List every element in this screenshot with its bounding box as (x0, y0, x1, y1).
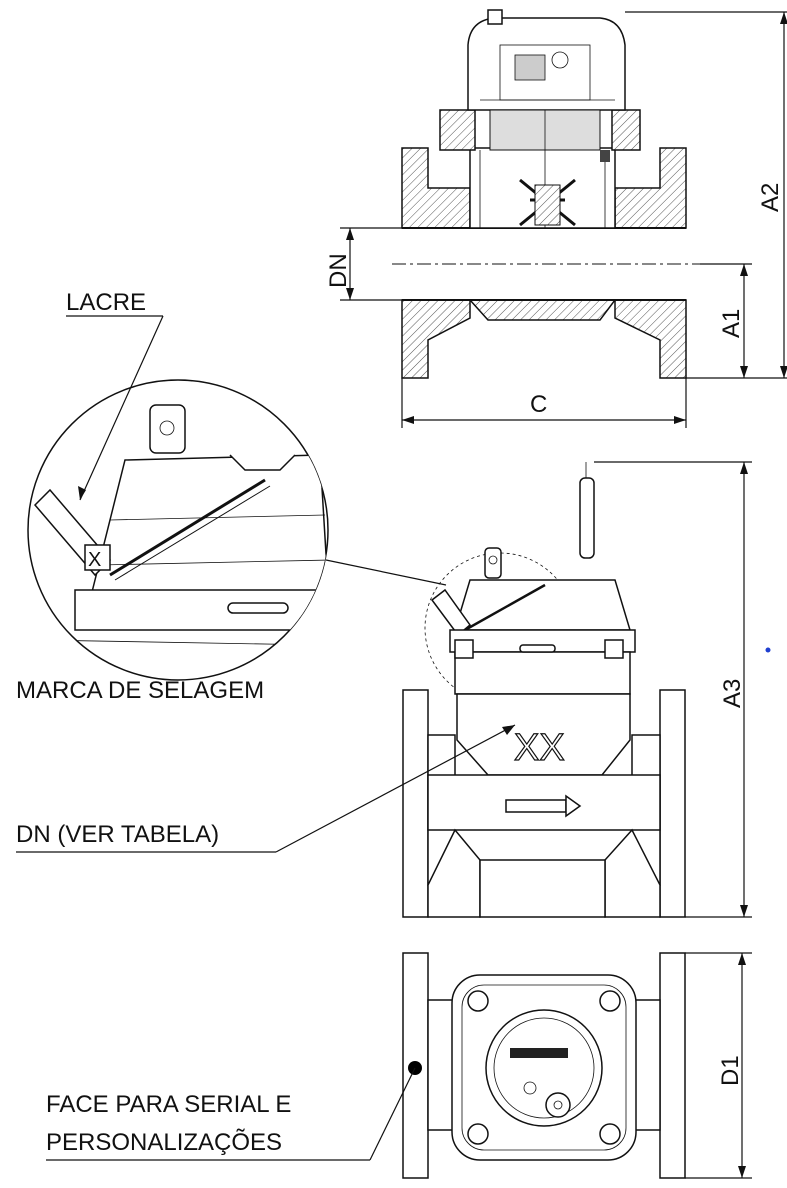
turbine (519, 178, 576, 227)
side-view: XX A3 (402, 461, 771, 918)
right-flange (614, 147, 687, 229)
face-serial-line2: PERSONALIZAÇÕES (46, 1128, 282, 1156)
dn-callout: DN (VER TABELA) (16, 724, 516, 853)
dn-ver-tabela-label: DN (VER TABELA) (16, 821, 219, 848)
right-flange-lower (614, 299, 687, 379)
d1-dim-label: D1 (717, 1055, 744, 1086)
section-view: DN A1 A2 C (325, 9, 787, 428)
svg-text:X: X (88, 549, 101, 571)
a1-dim-label: A1 (718, 309, 745, 338)
body-bottom (468, 299, 617, 321)
dimension-dn: DN (325, 227, 402, 301)
marca-selagem-label: MARCA DE SELAGEM (16, 677, 264, 704)
dn-dim-label: DN (325, 253, 352, 288)
dimension-a3: A3 (594, 461, 752, 918)
dimension-a1: A1 (686, 263, 752, 379)
side-right-flange (659, 689, 686, 918)
seal-detail: X (27, 379, 329, 681)
side-left-flange (402, 689, 429, 918)
dimension-a2: A2 (625, 11, 787, 379)
left-flange (401, 147, 471, 229)
dimension-c: C (401, 378, 687, 428)
xx-marking: XX (514, 727, 565, 769)
antenna (579, 477, 595, 559)
face-serial-line1: FACE PARA SERIAL E (46, 1091, 291, 1118)
register-head (467, 17, 626, 111)
detail-leader (325, 559, 447, 586)
lacre-label: LACRE (66, 289, 146, 316)
c-dim-label: C (530, 391, 547, 418)
a2-dim-label: A2 (757, 183, 784, 212)
a3-dim-label: A3 (719, 679, 746, 708)
dimension-d1: D1 (685, 952, 752, 1179)
top-view: D1 (402, 952, 752, 1179)
register-dial (485, 1009, 603, 1127)
accent-dot (765, 647, 771, 653)
left-flange-lower (401, 299, 471, 379)
lacre-callout: LACRE (66, 289, 164, 501)
serial-callout: FACE PARA SERIAL E PERSONALIZAÇÕES (46, 1067, 416, 1161)
